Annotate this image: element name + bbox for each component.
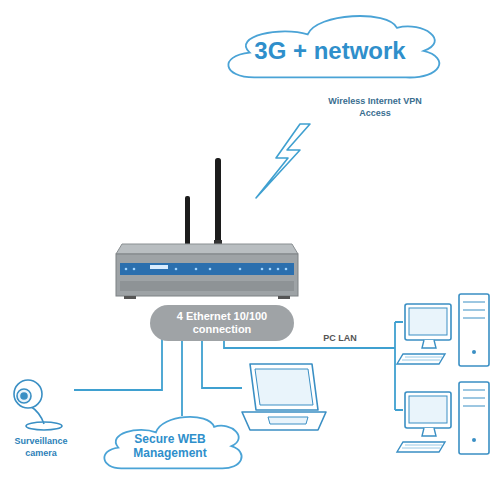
lan-label: PC LAN: [321, 333, 359, 345]
management-cloud: Secure WEB Management: [95, 406, 246, 478]
ethernet-port-box: 4 Ethernet 10/100 connection: [150, 305, 294, 341]
wireless-bolt: [256, 124, 310, 198]
node-text: Secure WEB Management: [123, 433, 218, 461]
network-cloud: 3G + network: [214, 3, 446, 89]
surveillance-camera: [14, 380, 62, 430]
laptop-wire: [202, 338, 242, 388]
desktop-pc: [397, 382, 489, 454]
wireless-caption: Wireless Internet VPN Access: [317, 96, 433, 119]
camera-wire: [74, 338, 162, 390]
camera-label: Surveillance camera: [3, 436, 79, 459]
desktop-pc: [397, 294, 489, 366]
network-connector: [181, 341, 183, 416]
node-text: 4 Ethernet 10/100 connection: [162, 310, 282, 335]
node-text: 3G + network: [254, 37, 405, 65]
router: [116, 158, 298, 299]
laptop: [242, 364, 326, 430]
